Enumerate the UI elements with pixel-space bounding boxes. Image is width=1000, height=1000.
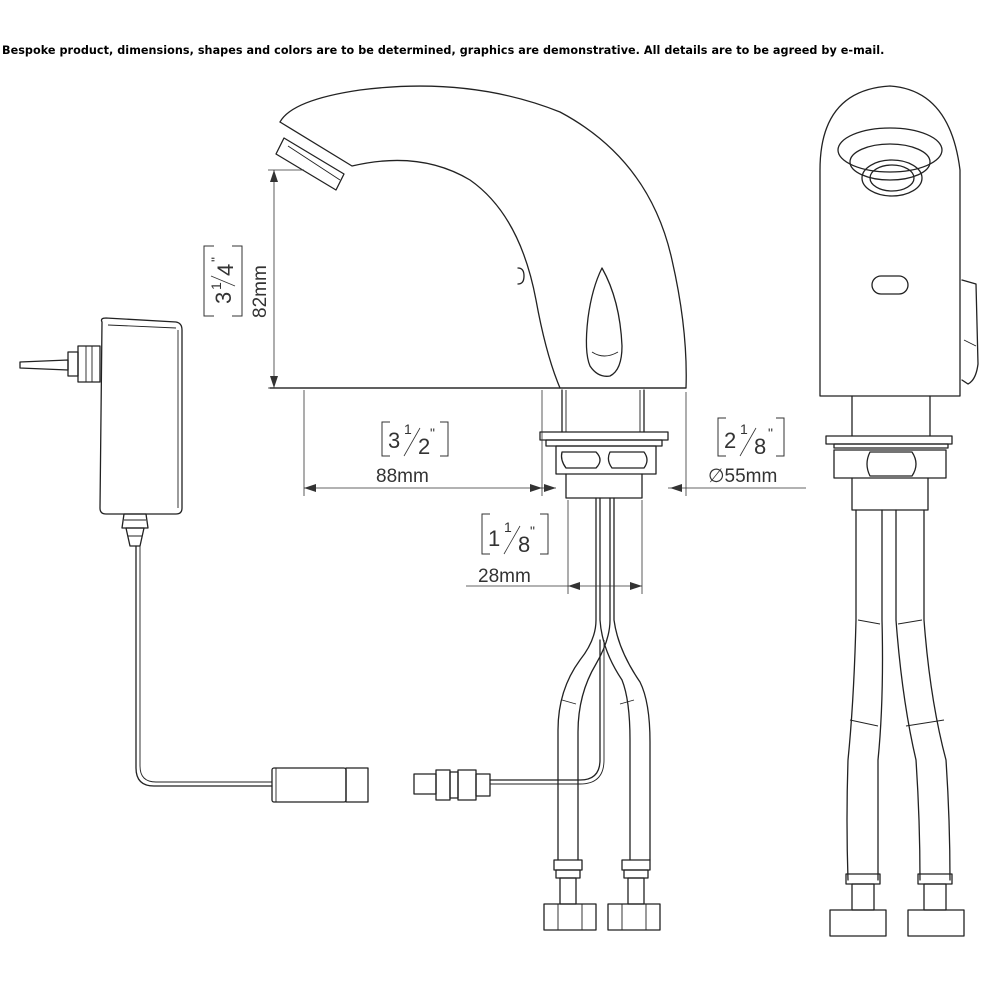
shank-imperial-num: 1 <box>504 519 512 535</box>
reach-imperial-den: 2 <box>418 434 430 459</box>
dimension-height: 3 1 4 " 82mm <box>203 169 304 389</box>
dimension-base-diameter: 2 1 8 " ∅55mm <box>542 392 806 496</box>
height-metric: 82mm <box>250 265 271 318</box>
shank-inch-mark: " <box>530 523 535 539</box>
faucet-side-view <box>269 85 687 931</box>
diameter-inch-mark: " <box>768 425 773 441</box>
diameter-imperial-den: 8 <box>754 434 766 459</box>
disclaimer-text: Bespoke product, dimensions, shapes and … <box>2 44 885 57</box>
faucet-front-view <box>819 85 979 937</box>
height-imperial-den: 4 <box>213 264 238 276</box>
height-imperial-num: 1 <box>208 282 224 290</box>
diameter-metric: ∅55mm <box>708 466 777 487</box>
reach-inch-mark: " <box>430 425 435 441</box>
diameter-imperial-num: 1 <box>740 421 748 437</box>
reach-imperial-num: 1 <box>404 421 412 437</box>
shank-imperial-den: 8 <box>518 532 530 557</box>
dimension-shank: 1 1 8 " 28mm <box>466 500 643 594</box>
reach-imperial-whole: 3 <box>388 428 400 453</box>
height-inch-mark: " <box>208 257 224 262</box>
sensor-cable-connector <box>413 639 605 801</box>
height-imperial-whole: 3 <box>211 292 236 304</box>
power-adapter <box>19 317 369 803</box>
dimension-reach: 3 1 2 " 88mm <box>303 390 543 496</box>
reach-metric: 88mm <box>376 466 429 487</box>
shank-metric: 28mm <box>478 566 531 587</box>
shank-imperial-whole: 1 <box>488 526 500 551</box>
diameter-imperial-whole: 2 <box>724 428 736 453</box>
